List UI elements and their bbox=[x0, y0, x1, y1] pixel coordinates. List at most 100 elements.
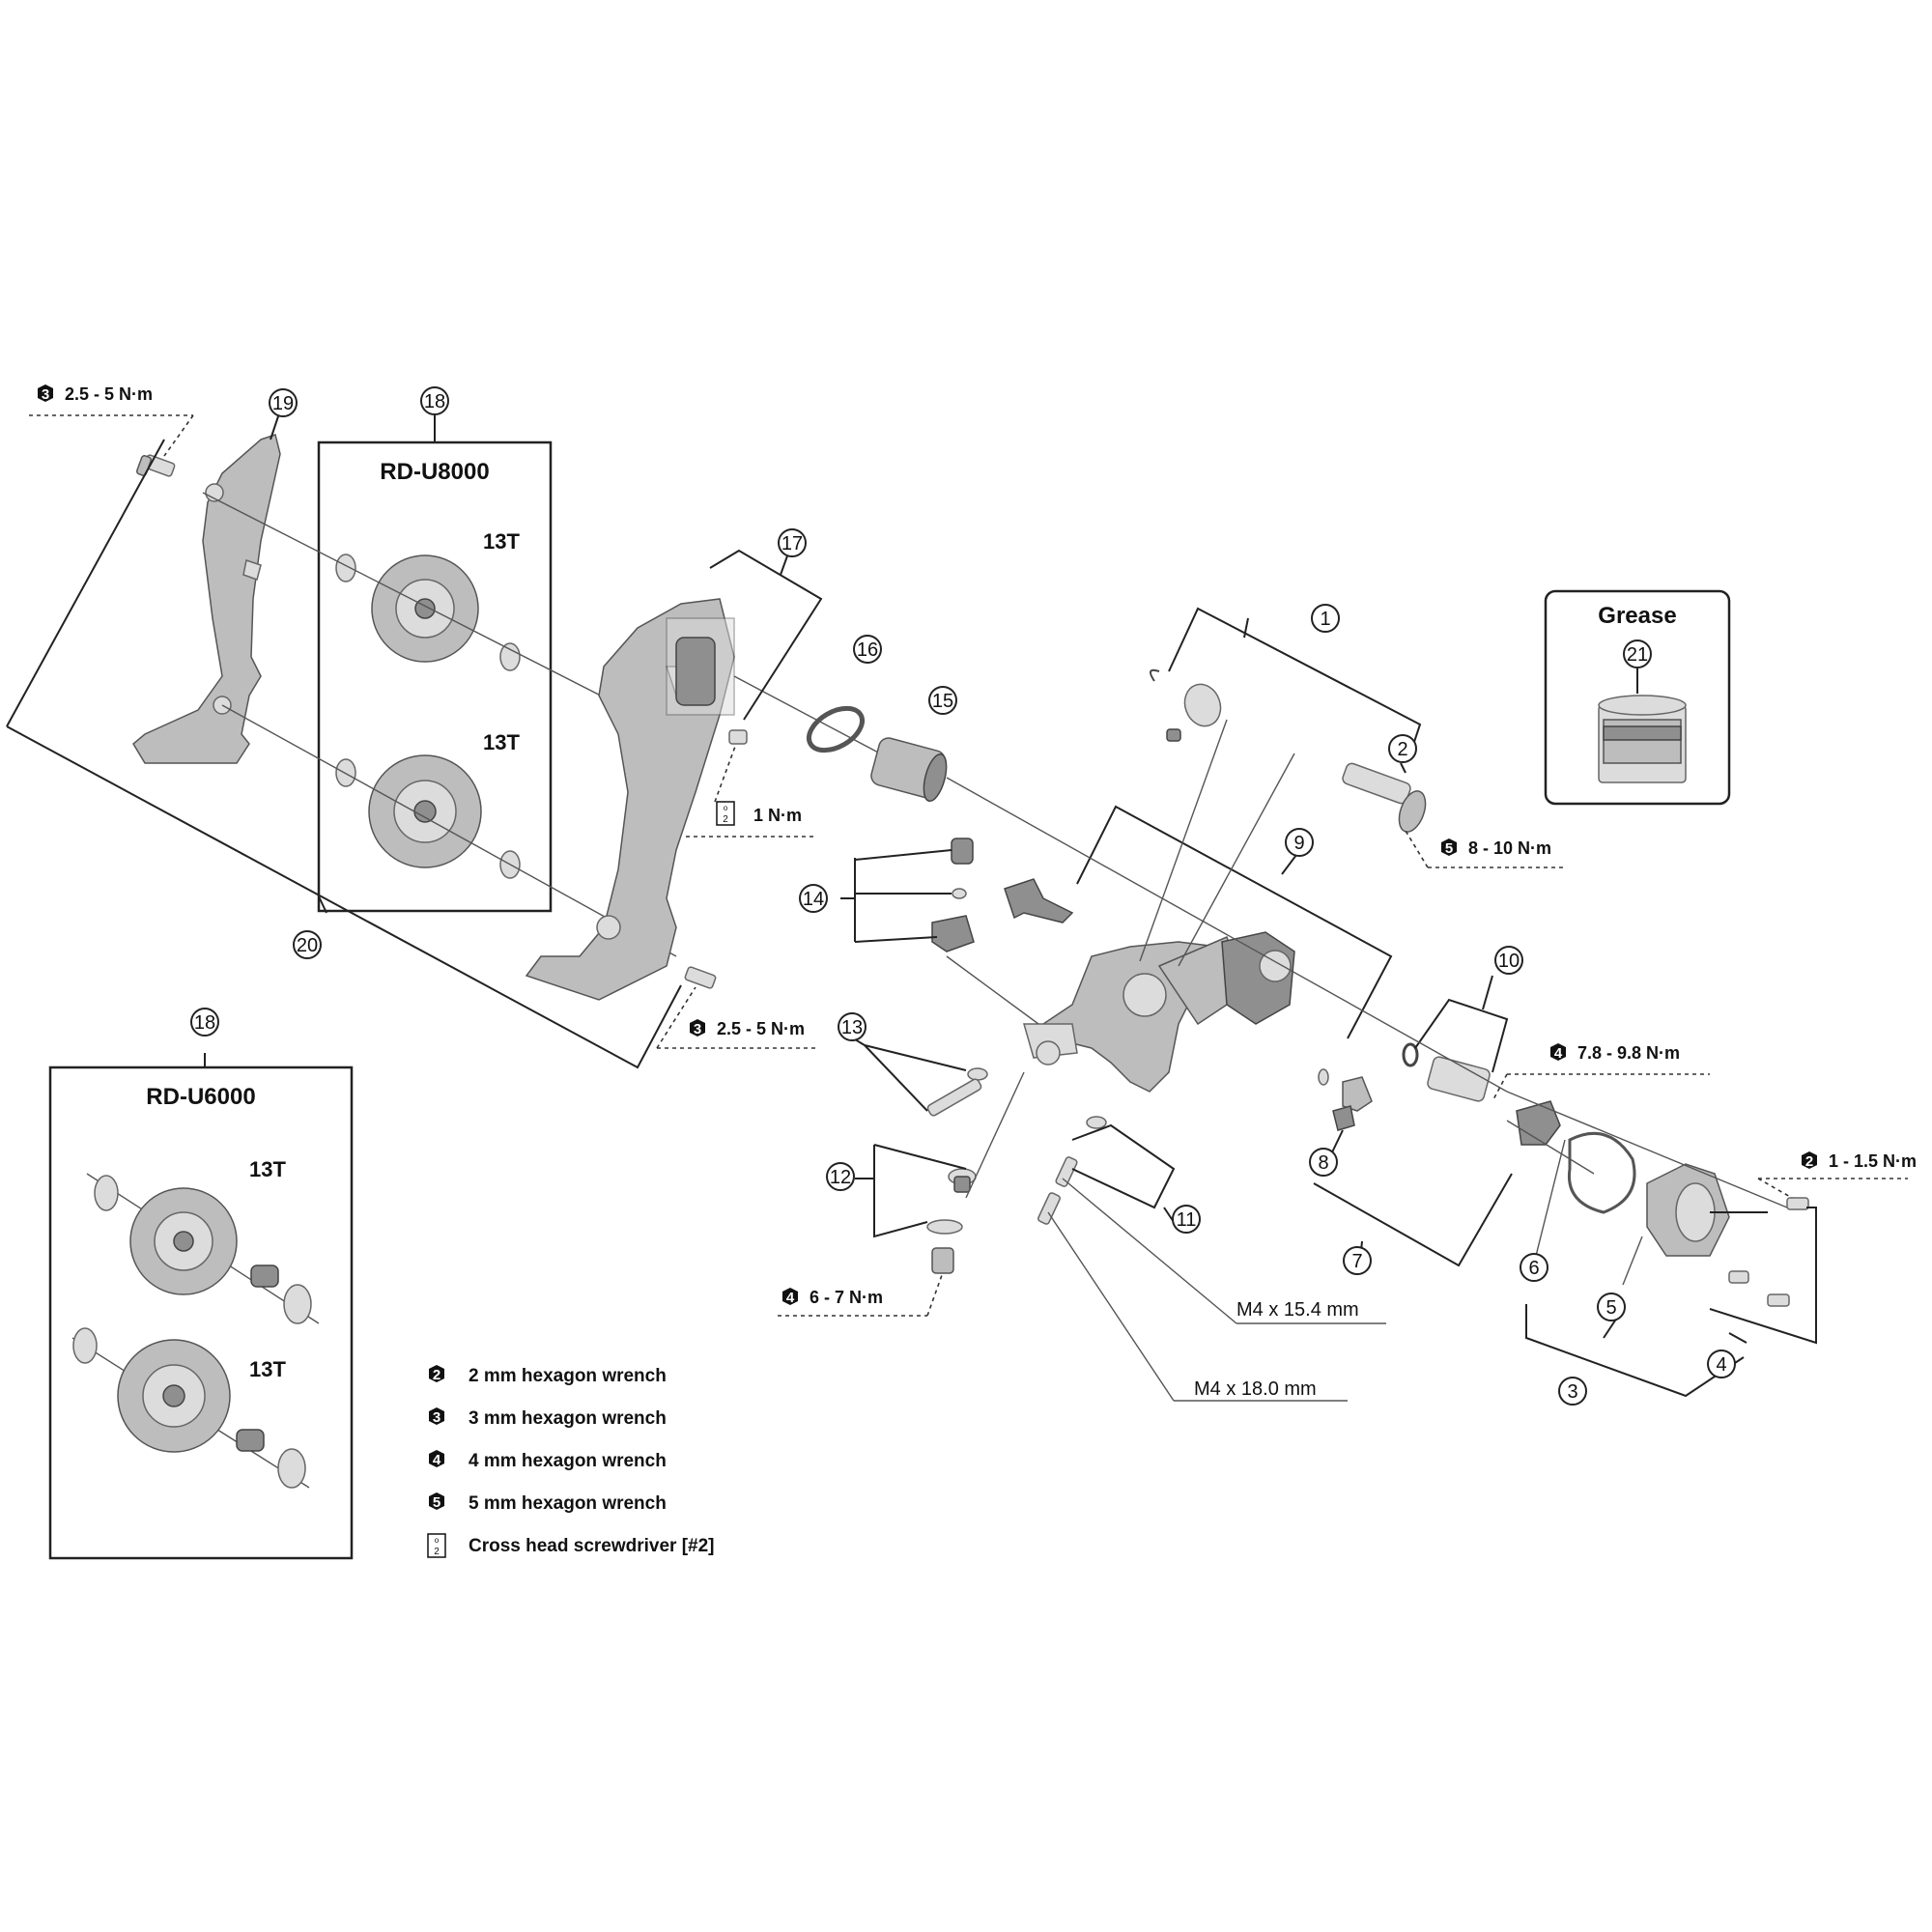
small-lever bbox=[1004, 878, 1074, 923]
svg-text:3 mm hexagon wrench: 3 mm hexagon wrench bbox=[469, 1408, 667, 1429]
callout-12: 12 bbox=[826, 1162, 855, 1191]
b-axle bbox=[1342, 762, 1427, 833]
model-label-u6000: RD-U6000 bbox=[146, 1084, 255, 1110]
tool-legend: 2 2 mm hexagon wrench 3 3 mm hexagon wre… bbox=[427, 1365, 715, 1558]
svg-text:21: 21 bbox=[1627, 644, 1648, 666]
svg-text:5 mm hexagon wrench: 5 mm hexagon wrench bbox=[469, 1493, 667, 1514]
guide-pulley-u6000 bbox=[94, 1175, 312, 1324]
callout-13: 13 bbox=[838, 1012, 867, 1041]
rd-u6000-box bbox=[48, 1065, 354, 1560]
svg-text:6: 6 bbox=[1528, 1258, 1539, 1279]
svg-text:10: 10 bbox=[1498, 951, 1520, 972]
cage-bolt-top bbox=[135, 454, 176, 477]
svg-text:9: 9 bbox=[1293, 833, 1304, 854]
link-pin bbox=[926, 1067, 988, 1117]
teeth-label-1: 13T bbox=[483, 529, 520, 554]
torque-spec-10: 4 7.8 - 9.8 N·m bbox=[1492, 1043, 1710, 1102]
svg-text:13: 13 bbox=[841, 1017, 863, 1038]
svg-text:1 - 1.5 N·m: 1 - 1.5 N·m bbox=[1829, 1151, 1917, 1171]
svg-text:4: 4 bbox=[1716, 1354, 1726, 1376]
stopper-set bbox=[926, 1168, 977, 1274]
callout-14: 14 bbox=[799, 884, 828, 913]
callout-21: 21 bbox=[1623, 639, 1652, 668]
callout-7: 7 bbox=[1343, 1246, 1372, 1275]
b-tension-spring bbox=[1150, 668, 1222, 742]
grease-jar bbox=[1598, 695, 1687, 783]
callouts: 1 2 3 4 5 6 7 8 9 10 11 12 13 14 15 16 1… bbox=[190, 386, 1736, 1406]
svg-text:14: 14 bbox=[803, 889, 824, 910]
svg-text:4: 4 bbox=[433, 1452, 441, 1468]
svg-text:17: 17 bbox=[781, 533, 803, 554]
svg-text:8 - 10 N·m: 8 - 10 N·m bbox=[1468, 838, 1551, 858]
legend-item-2: 2 2 mm hexagon wrench bbox=[429, 1365, 667, 1386]
svg-text:18: 18 bbox=[424, 391, 445, 412]
svg-text:4: 4 bbox=[786, 1290, 795, 1306]
svg-text:16: 16 bbox=[857, 639, 878, 661]
teeth-label-3: 13T bbox=[249, 1157, 286, 1181]
teeth-label-2: 13T bbox=[483, 730, 520, 754]
svg-text:7: 7 bbox=[1351, 1251, 1362, 1272]
svg-text:3: 3 bbox=[1567, 1381, 1577, 1403]
adjust-bolt bbox=[1402, 1042, 1491, 1102]
svg-text:15: 15 bbox=[932, 691, 953, 712]
svg-text:o: o bbox=[724, 804, 728, 812]
svg-text:3: 3 bbox=[694, 1021, 701, 1037]
grease-label: Grease bbox=[1598, 603, 1676, 629]
svg-text:2: 2 bbox=[1397, 739, 1407, 760]
legend-item-5: 5 5 mm hexagon wrench bbox=[429, 1492, 667, 1514]
svg-text:19: 19 bbox=[272, 393, 294, 414]
cage-screw bbox=[728, 729, 748, 745]
svg-text:20: 20 bbox=[297, 935, 318, 956]
svg-text:8: 8 bbox=[1318, 1152, 1328, 1174]
svg-text:o: o bbox=[435, 1536, 440, 1545]
tension-pulley-u8000 bbox=[335, 754, 521, 879]
svg-text:12: 12 bbox=[830, 1167, 851, 1188]
torque-spec-17: o 2 1 N·m bbox=[686, 743, 816, 838]
svg-text:2: 2 bbox=[723, 814, 728, 825]
main-body bbox=[1023, 931, 1295, 1093]
callout-20: 20 bbox=[293, 930, 322, 959]
svg-text:6 - 7 N·m: 6 - 7 N·m bbox=[810, 1288, 883, 1307]
svg-text:2: 2 bbox=[1805, 1153, 1813, 1170]
legend-item-cross: o 2 Cross head screwdriver [#2] bbox=[427, 1533, 715, 1558]
model-label-u8000: RD-U8000 bbox=[380, 459, 489, 485]
callout-15: 15 bbox=[928, 686, 957, 715]
svg-text:3: 3 bbox=[42, 386, 49, 403]
svg-text:11: 11 bbox=[1177, 1209, 1197, 1231]
svg-text:5: 5 bbox=[1605, 1297, 1616, 1319]
svg-text:2.5 - 5 N·m: 2.5 - 5 N·m bbox=[717, 1019, 805, 1038]
callout-5: 5 bbox=[1597, 1293, 1626, 1321]
svg-text:Cross head screwdriver [#2]: Cross head screwdriver [#2] bbox=[469, 1536, 715, 1556]
tension-pulley-u6000 bbox=[72, 1327, 306, 1489]
svg-text:5: 5 bbox=[1445, 840, 1453, 857]
torque-spec-12: 4 6 - 7 N·m bbox=[778, 1274, 943, 1317]
teeth-label-4: 13T bbox=[249, 1357, 286, 1381]
grease-box bbox=[1544, 589, 1731, 806]
legend-item-3: 3 3 mm hexagon wrench bbox=[429, 1407, 667, 1429]
outer-cage-plate bbox=[525, 598, 735, 1001]
torque-spec-2: 5 8 - 10 N·m bbox=[1405, 830, 1565, 868]
svg-text:18: 18 bbox=[194, 1012, 215, 1034]
motor-seal bbox=[1567, 1131, 1636, 1214]
torque-spec-4: 2 1 - 1.5 N·m bbox=[1757, 1151, 1917, 1199]
callout-2: 2 bbox=[1388, 734, 1417, 763]
cage-spring-ring bbox=[807, 705, 865, 753]
svg-text:1 N·m: 1 N·m bbox=[753, 806, 802, 825]
svg-text:2: 2 bbox=[433, 1367, 440, 1383]
callout-18-bottom: 18 bbox=[190, 1008, 219, 1037]
inner-cage-plate bbox=[132, 434, 281, 764]
svg-text:2: 2 bbox=[434, 1547, 440, 1557]
svg-text:2 mm hexagon wrench: 2 mm hexagon wrench bbox=[469, 1366, 667, 1386]
motor-unit bbox=[1516, 1100, 1730, 1257]
callout-1: 1 bbox=[1311, 604, 1340, 633]
svg-text:3: 3 bbox=[433, 1409, 440, 1426]
callout-3: 3 bbox=[1558, 1377, 1587, 1406]
bushing-unit bbox=[870, 737, 948, 803]
legend-item-4: 4 4 mm hexagon wrench bbox=[429, 1450, 667, 1471]
callout-19: 19 bbox=[269, 388, 298, 417]
torque-spec-19: 3 2.5 - 5 N·m bbox=[29, 384, 194, 457]
cage-bolt-bottom bbox=[684, 966, 717, 989]
cross-screwdriver-icon bbox=[427, 1533, 446, 1558]
svg-text:1: 1 bbox=[1320, 609, 1330, 630]
